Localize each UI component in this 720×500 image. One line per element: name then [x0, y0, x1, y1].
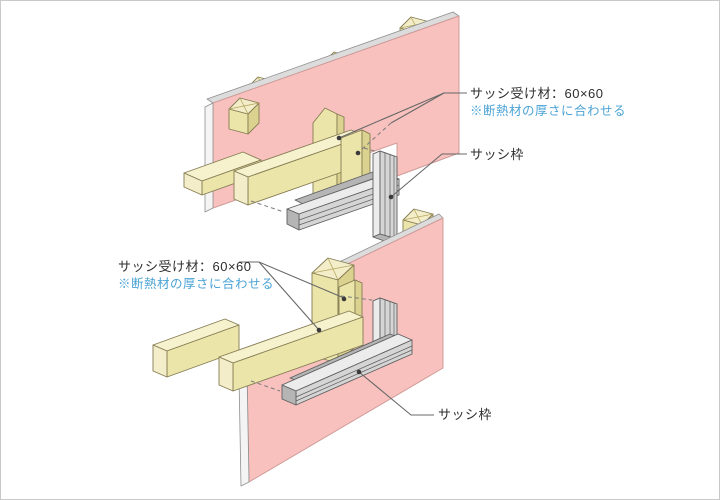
label-sash-support: サッシ受け材：60×60 [118, 259, 252, 274]
panel-side-edge [238, 371, 250, 487]
label-sash-frame: サッシ枠 [470, 147, 524, 162]
leader-line-sash-support [239, 261, 347, 333]
lower-diagram: サッシ受け材：60×60 ※断熱材の厚さに合わせる サッシ枠 [118, 208, 492, 487]
stud-cross-section [228, 97, 260, 135]
upper-diagram: サッシ受け材：60×60 ※断熱材の厚さに合わせる サッシ枠 [183, 11, 626, 244]
leader-line-sash-frame [356, 369, 434, 416]
sash-frame-sill [281, 333, 413, 406]
sash-support-beam [218, 310, 364, 392]
note-insulation-thickness: ※断熱材の厚さに合わせる [118, 276, 274, 291]
sash-frame-jamb [372, 150, 398, 244]
leader-line-sash-frame [388, 153, 467, 200]
alignment-dashed-line [250, 380, 281, 392]
label-sash-support: サッシ受け材：60×60 [470, 86, 604, 101]
note-insulation-thickness: ※断熱材の厚さに合わせる [470, 103, 626, 118]
leader-line-sash-support [336, 92, 467, 156]
panel-side-edge [204, 102, 214, 213]
wood-rail [152, 318, 240, 378]
alignment-dashed-line [340, 295, 373, 301]
sash-support-beam [233, 129, 366, 206]
label-sash-frame: サッシ枠 [438, 407, 492, 422]
alignment-dashed-line [250, 200, 285, 213]
alignment-dashed-line [363, 147, 386, 155]
sash-support-block [340, 129, 371, 194]
